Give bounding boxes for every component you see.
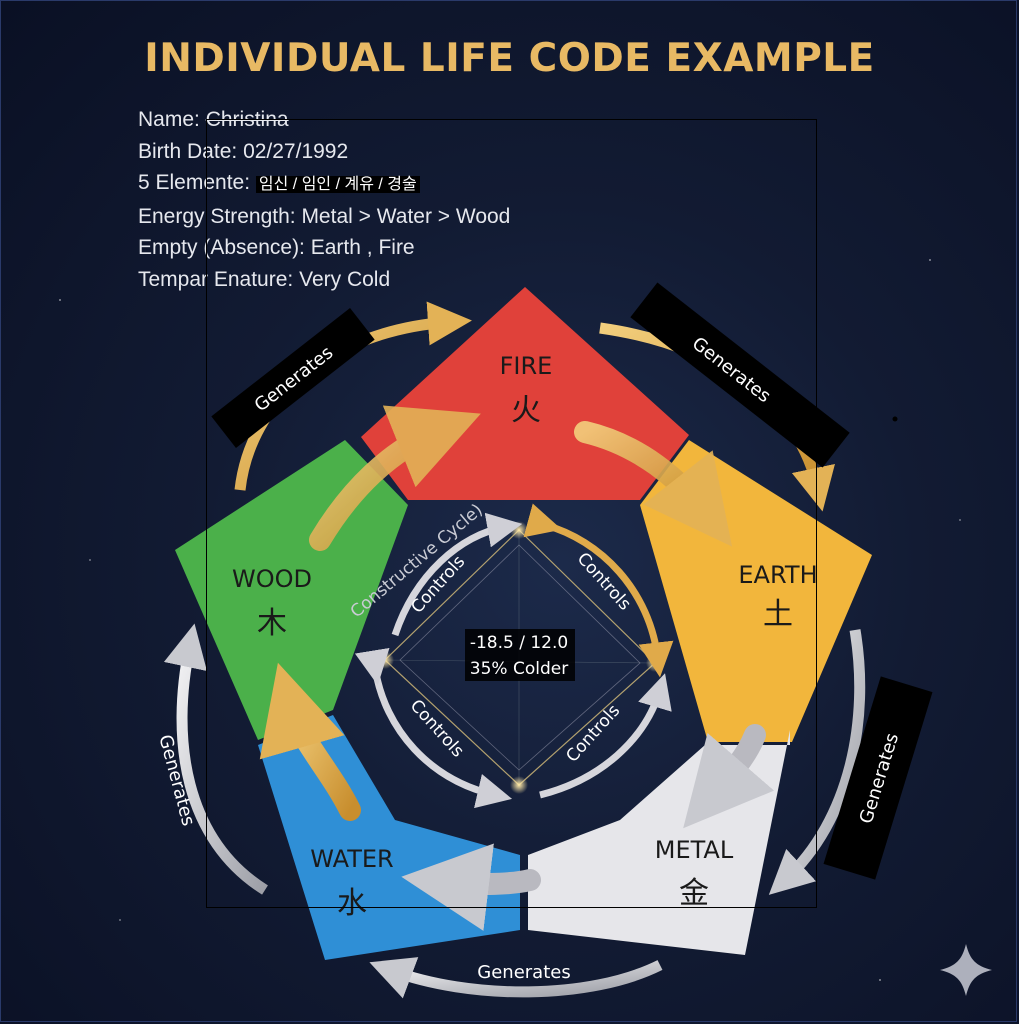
birth-label: Birth Date: xyxy=(138,139,238,163)
empty-label: Empty (Absence): xyxy=(138,236,305,259)
wood-name: WOOD xyxy=(232,565,312,593)
elements-row: 5 Elemente: 임신 / 임인 / 계유 / 경술 xyxy=(138,167,510,201)
flow-wood-fire xyxy=(309,405,481,551)
elements-label: 5 Elemente: xyxy=(138,171,251,194)
water-name: WATER xyxy=(310,845,393,873)
controls-arc-top-right xyxy=(523,503,674,678)
water-glyph: 水 xyxy=(337,886,367,921)
empty-row: Empty (Absence): Earth , Fire xyxy=(138,232,510,264)
energy-value: Metal > Water > Wood xyxy=(301,204,511,228)
generates-label-top-left: Generates xyxy=(211,308,375,448)
center-value-line1: -18.5 / 12.0 xyxy=(470,633,568,653)
generates-label-right: Generates xyxy=(823,676,933,880)
empty-value: Earth , Fire xyxy=(310,236,415,259)
name-label: Name: xyxy=(138,108,200,131)
generates-text-bottom: Generates xyxy=(477,962,570,983)
center-value-line2: 35% Colder xyxy=(470,659,568,679)
metal-name: METAL xyxy=(655,836,734,864)
temperature-label: Tempar Enature: xyxy=(138,267,294,291)
controls-arc-bottom-left xyxy=(354,647,513,809)
flow-metal-water xyxy=(401,843,541,931)
fire-name: FIRE xyxy=(500,352,553,380)
earth-name: EARTH xyxy=(738,561,817,589)
controls-arc-top-left xyxy=(391,512,523,637)
birth-value: 02/27/1992 xyxy=(243,139,349,163)
arc-metal-water xyxy=(369,957,663,999)
flow-fire-earth xyxy=(574,421,733,547)
sparkle-icon xyxy=(940,944,992,996)
earth-glyph: 土 xyxy=(763,597,793,632)
flow-earth-metal xyxy=(683,724,775,829)
page-title: INDIVIDUAL LIFE CODE EXAMPLE xyxy=(144,36,875,81)
fire-glyph: 火 xyxy=(511,393,541,428)
temperature-value: Very Cold xyxy=(299,267,391,291)
energy-row: Energy Strength: Metal > Water > Wood xyxy=(138,201,510,233)
flow-water-wood xyxy=(259,662,361,821)
metal-glyph: 金 xyxy=(679,876,709,911)
profile-info: Name: Christina Birth Date: 02/27/1992 5… xyxy=(138,104,510,295)
energy-label: Energy Strength: xyxy=(138,204,296,228)
temperature-row: Tempar Enature: Very Cold xyxy=(138,264,510,296)
water-segment xyxy=(258,715,520,960)
center-value-box xyxy=(465,629,575,681)
wood-glyph: 木 xyxy=(257,606,287,641)
arc-water-wood xyxy=(163,623,268,895)
elements-value: 임신 / 임인 / 계유 / 경술 xyxy=(255,176,420,193)
controls-arc-bottom-right xyxy=(539,673,672,799)
birth-row: Birth Date: 02/27/1992 xyxy=(138,136,510,168)
arc-earth-metal xyxy=(768,629,866,895)
